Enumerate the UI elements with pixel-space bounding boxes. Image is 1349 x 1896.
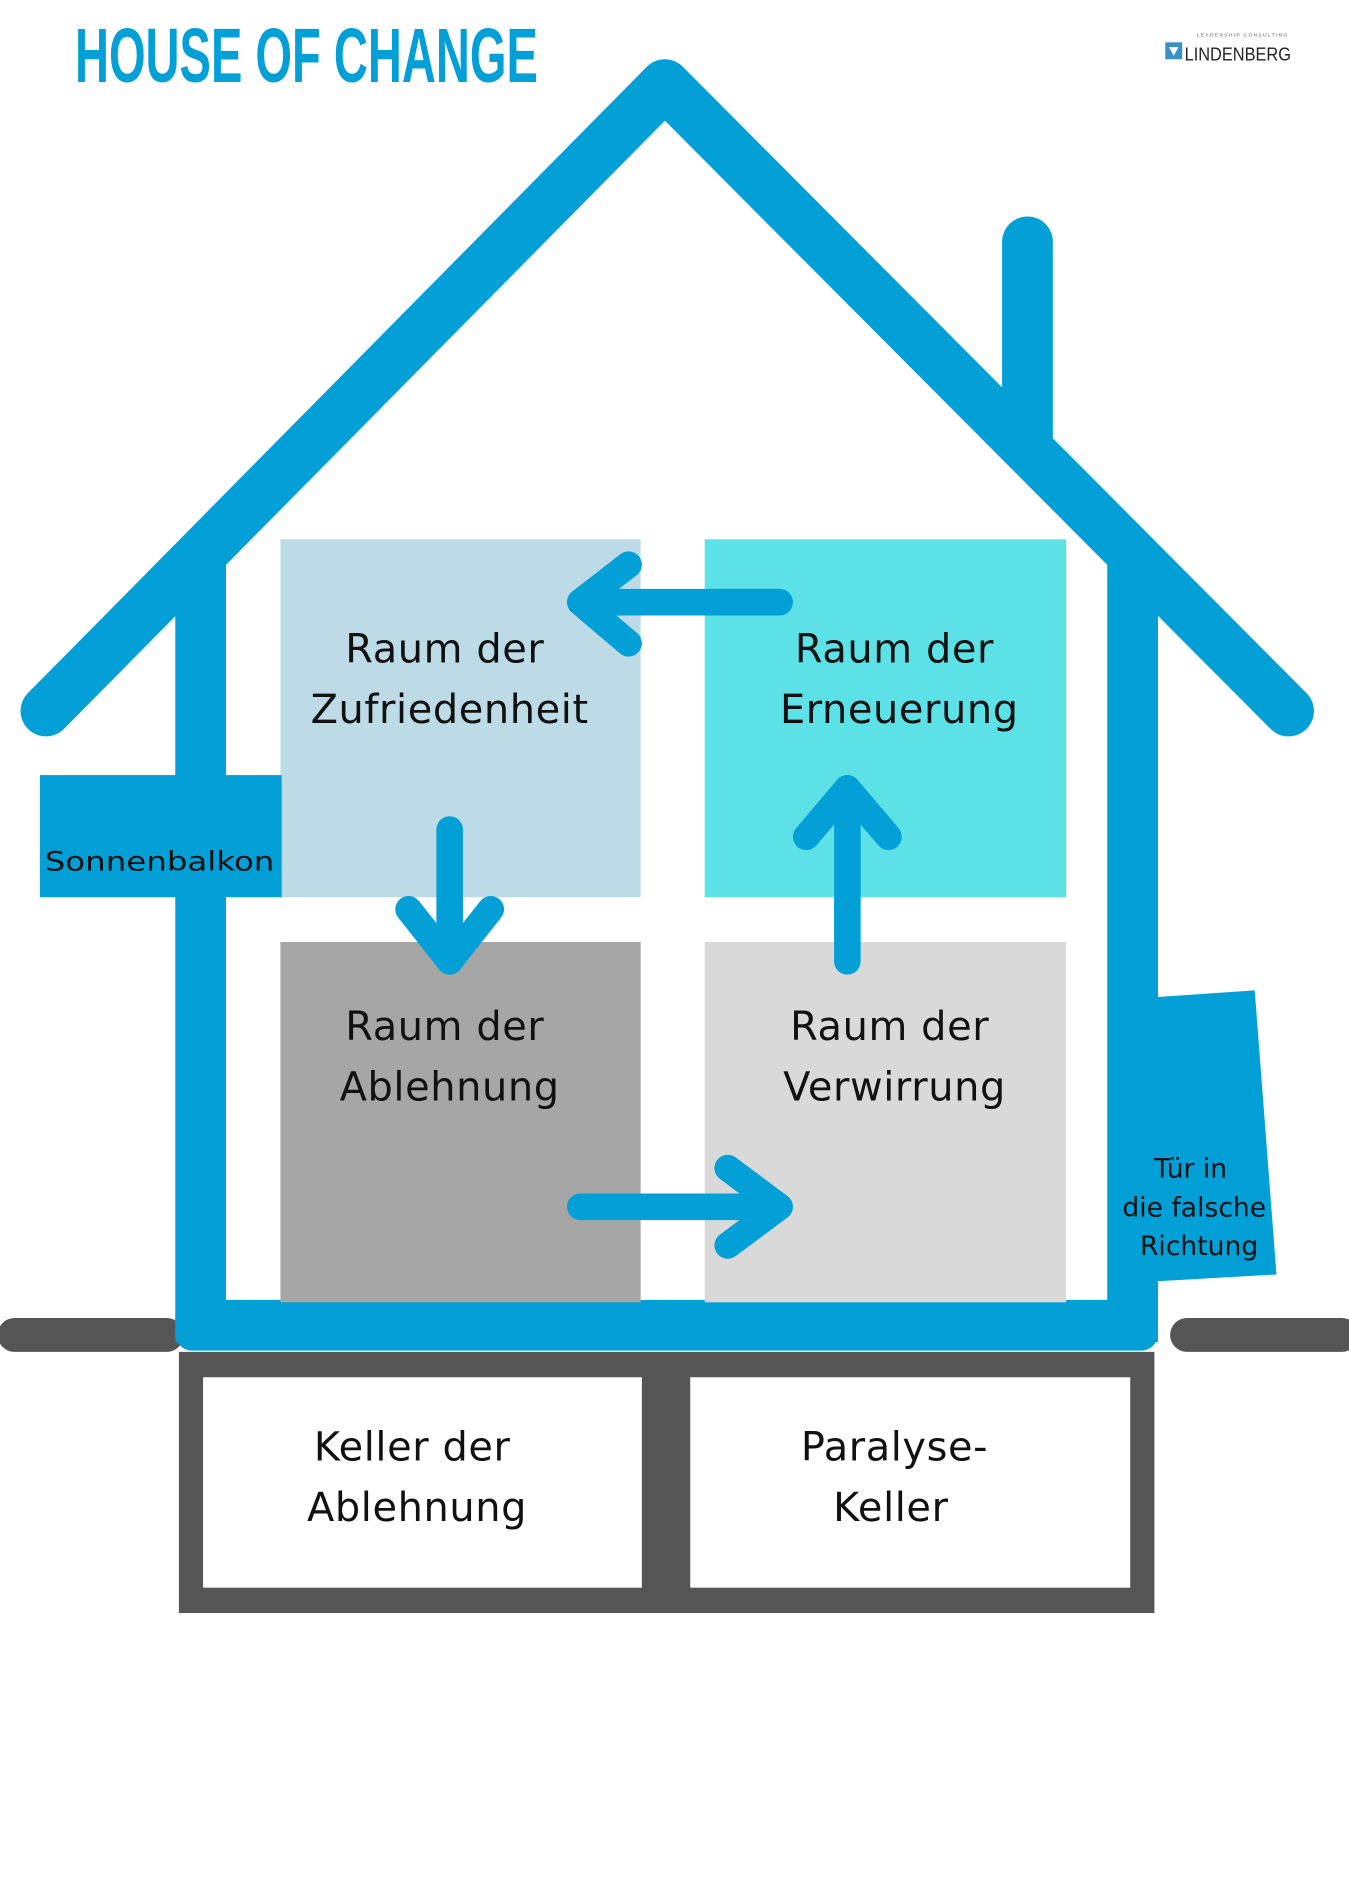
room-confusion bbox=[704, 941, 1067, 1303]
room-renewal-line2: Erneuerung bbox=[780, 687, 1019, 733]
room-denial bbox=[280, 941, 641, 1303]
lindenberg-logo: LEADERSHIP CONSULTING LINDENBERG bbox=[1165, 32, 1291, 64]
basement-paralysis-line1: Paralyse- bbox=[801, 1425, 988, 1471]
basement-denial bbox=[203, 1377, 642, 1588]
wrong-direction-door bbox=[1148, 990, 1277, 1282]
basement-paralysis-line2: Keller bbox=[833, 1485, 948, 1531]
door-label-line1: Tür in bbox=[1153, 1154, 1227, 1185]
room-confusion-line2: Verwirrung bbox=[783, 1064, 1006, 1110]
basement-paralysis bbox=[690, 1377, 1131, 1588]
house-outline bbox=[20, 59, 1314, 737]
left-wall bbox=[175, 556, 227, 1343]
door-label-line2: die falsche bbox=[1122, 1192, 1266, 1223]
room-satisfaction-line1: Raum der bbox=[345, 627, 544, 673]
arrow-left-icon bbox=[566, 551, 793, 657]
room-renewal-line1: Raum der bbox=[795, 627, 994, 673]
sun-balcony-label: Sonnenbalkon bbox=[45, 847, 275, 878]
room-denial-line1: Raum der bbox=[345, 1004, 544, 1050]
floor bbox=[175, 1299, 1159, 1351]
arrow-up-icon bbox=[792, 775, 902, 975]
room-denial-line2: Ablehnung bbox=[340, 1064, 560, 1110]
arrow-right-icon bbox=[566, 1154, 793, 1259]
room-satisfaction-line2: Zufriedenheit bbox=[311, 687, 589, 733]
arrow-down-icon bbox=[395, 816, 505, 975]
room-confusion-line1: Raum der bbox=[790, 1004, 989, 1050]
sun-balcony bbox=[39, 775, 282, 898]
logo-name: LINDENBERG bbox=[1185, 44, 1291, 64]
door-label-line3: Richtung bbox=[1140, 1231, 1258, 1262]
logo-tagline: LEADERSHIP CONSULTING bbox=[1197, 32, 1289, 38]
page-title: HOUSE OF CHANGE bbox=[75, 13, 538, 99]
right-wall bbox=[1107, 556, 1159, 1343]
roof bbox=[20, 59, 1314, 737]
basement-denial-line1: Keller der bbox=[314, 1425, 511, 1471]
basement-denial-line2: Ablehnung bbox=[307, 1485, 527, 1531]
